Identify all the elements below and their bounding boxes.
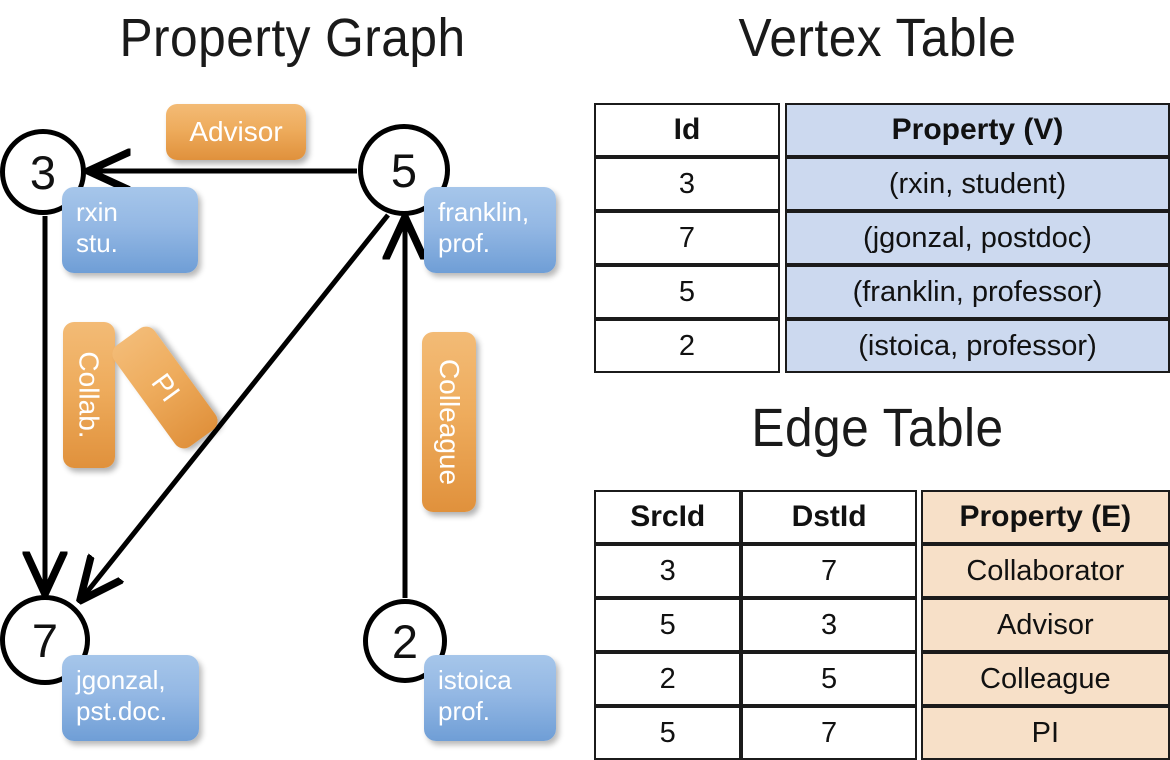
edge-cell-dstid: 7 [741, 706, 917, 760]
node-property-callout-3: rxin stu. [62, 187, 198, 273]
node-property-line-1: jgonzal, [76, 665, 166, 695]
node-property-callout-7: jgonzal, pst.doc. [62, 655, 199, 741]
node-property-line-2: stu. [76, 228, 118, 258]
edge-label-collab-text: Collab. [74, 351, 106, 439]
column-gap [916, 652, 921, 706]
table-row: 3 7 Collaborator [594, 544, 1170, 598]
column-gap [780, 103, 785, 157]
table-row: 5 7 PI [594, 706, 1170, 760]
vertex-cell-id: 7 [594, 211, 780, 265]
node-property-callout-2: istoica prof. [424, 655, 556, 741]
table-row: 2 (istoica, professor) [594, 319, 1170, 373]
table-row: 3 (rxin, student) [594, 157, 1170, 211]
table-header-row: Id Property (V) [594, 103, 1170, 157]
column-gap [780, 157, 785, 211]
edge-cell-property: Advisor [920, 598, 1170, 652]
vertex-cell-property: (jgonzal, postdoc) [785, 211, 1170, 265]
vertex-cell-id: 5 [594, 265, 780, 319]
vertex-table-header-id: Id [594, 103, 780, 157]
edge-cell-dstid: 3 [741, 598, 917, 652]
node-property-line-2: prof. [438, 696, 491, 726]
vertex-table: Id Property (V) 3 (rxin, student) 7 (jgo… [594, 103, 1170, 373]
edge-table-header-srcid: SrcId [594, 490, 742, 544]
table-row: 2 5 Colleague [594, 652, 1170, 706]
node-property-line-1: rxin [76, 197, 118, 227]
vertex-cell-id: 3 [594, 157, 780, 211]
edge-5-to-7 [83, 213, 390, 597]
edge-label-colleague: Colleague [422, 332, 476, 512]
table-row: 7 (jgonzal, postdoc) [594, 211, 1170, 265]
table-row: 5 (franklin, professor) [594, 265, 1170, 319]
edge-cell-srcid: 2 [594, 652, 742, 706]
node-property-callout-5: franklin, prof. [424, 187, 556, 273]
vertex-cell-property: (rxin, student) [785, 157, 1170, 211]
page-title-edge-table: Edge Table [751, 398, 1004, 458]
edge-cell-property: Collaborator [920, 544, 1170, 598]
node-property-line-1: istoica [438, 665, 512, 695]
edge-cell-property: PI [920, 706, 1170, 760]
edge-label-collab: Collab. [63, 322, 115, 468]
column-gap [780, 319, 785, 373]
table-row: 5 3 Advisor [594, 598, 1170, 652]
edge-cell-srcid: 3 [594, 544, 742, 598]
edge-label-advisor: Advisor [166, 104, 306, 160]
edge-cell-dstid: 5 [741, 652, 917, 706]
vertex-cell-property: (istoica, professor) [785, 319, 1170, 373]
edge-label-advisor-text: Advisor [189, 116, 283, 147]
node-property-line-2: prof. [438, 228, 491, 258]
edge-table: SrcId DstId Property (E) 3 7 Collaborato… [594, 490, 1170, 760]
graph-node-2[interactable]: 2 [363, 599, 447, 683]
vertex-cell-property: (franklin, professor) [785, 265, 1170, 319]
edge-cell-srcid: 5 [594, 598, 742, 652]
column-gap [916, 544, 921, 598]
table-header-row: SrcId DstId Property (E) [594, 490, 1170, 544]
page-title-vertex-table: Vertex Table [738, 8, 1017, 68]
vertex-table-header-property: Property (V) [785, 103, 1170, 157]
edge-cell-dstid: 7 [741, 544, 917, 598]
column-gap [916, 598, 921, 652]
column-gap [916, 706, 921, 760]
edge-cell-srcid: 5 [594, 706, 742, 760]
page-title-property-graph: Property Graph [119, 8, 466, 68]
node-property-line-1: franklin, [438, 197, 530, 227]
graph-edges-layer [0, 0, 585, 760]
node-property-line-2: pst.doc. [76, 696, 168, 726]
edge-table-header-property: Property (E) [920, 490, 1170, 544]
column-gap [780, 211, 785, 265]
graph-node-5[interactable]: 5 [358, 124, 450, 216]
edge-table-header-dstid: DstId [741, 490, 917, 544]
column-gap [916, 490, 921, 544]
column-gap [780, 265, 785, 319]
vertex-cell-id: 2 [594, 319, 780, 373]
edge-label-colleague-text: Colleague [434, 358, 466, 486]
edge-label-pi-text: PI [145, 367, 186, 408]
edge-cell-property: Colleague [920, 652, 1170, 706]
